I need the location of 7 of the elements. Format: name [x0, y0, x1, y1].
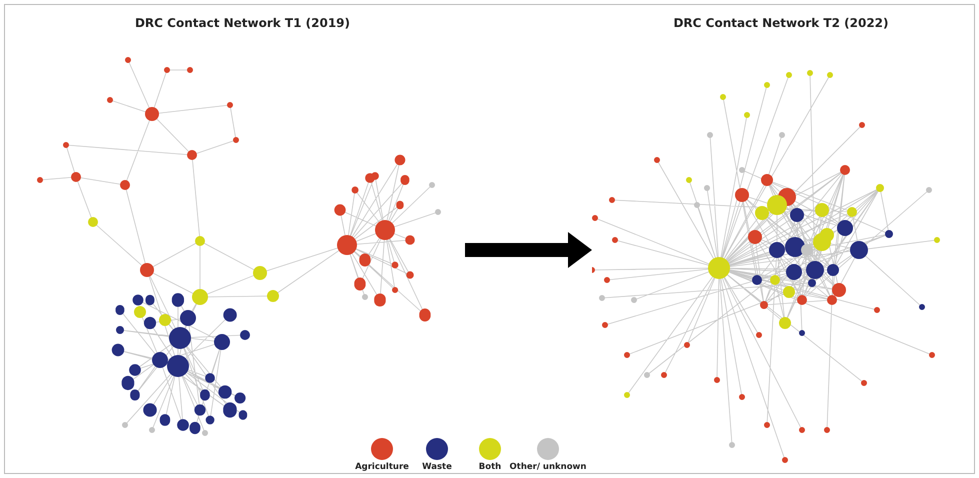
legend-label: Agriculture [355, 462, 409, 472]
arrow [465, 232, 592, 268]
legend-label: Both [478, 462, 502, 472]
legend-label: Waste [422, 462, 452, 472]
network-title: DRC Contact Network T1 (2019) [134, 16, 350, 30]
network-title: DRC Contact Network T2 (2022) [673, 16, 889, 30]
legend-label: Other/ unknown [510, 462, 586, 472]
